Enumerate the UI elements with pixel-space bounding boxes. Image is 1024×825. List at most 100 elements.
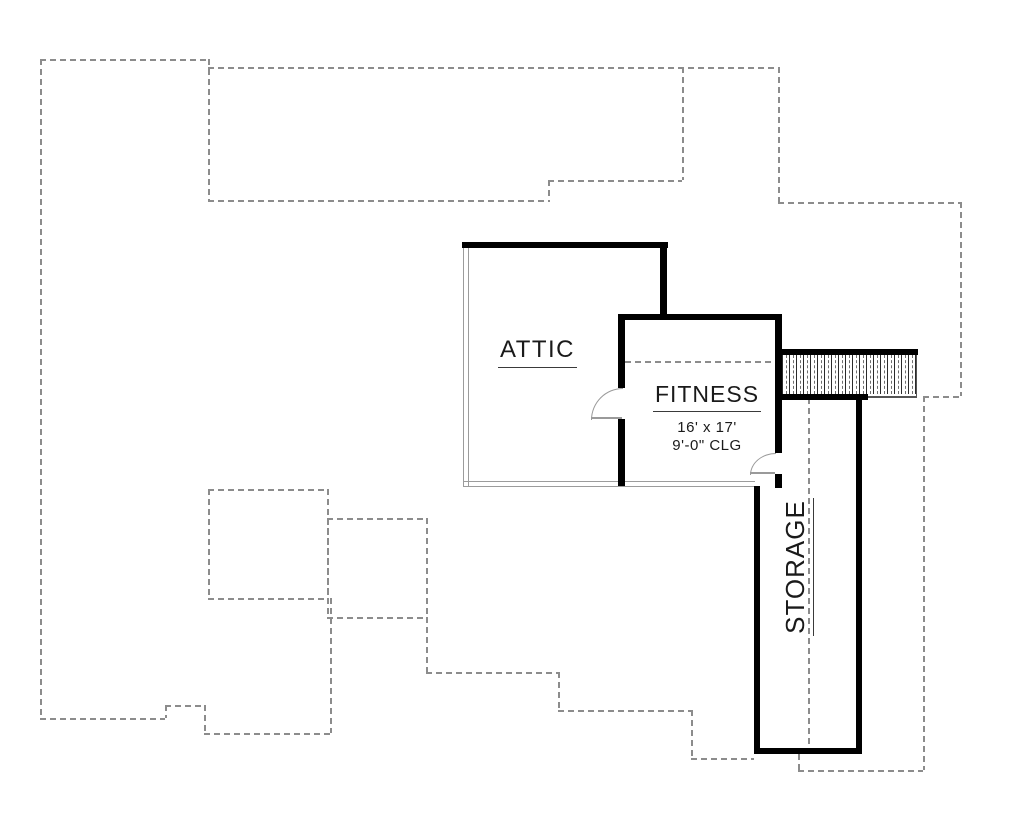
room-label-fitness: FITNESS 16' x 17' 9'-0" CLG: [628, 381, 786, 454]
roof-outline-segment: [960, 202, 962, 396]
stair-tread-dashed: [785, 355, 787, 394]
stair-tread: [796, 355, 797, 394]
wall-attic-top: [462, 242, 668, 248]
stair-tread: [873, 355, 874, 394]
wall-fitness-top: [618, 314, 782, 320]
room-label-storage: STORAGE: [780, 487, 814, 647]
roof-outline-segment: [798, 754, 800, 770]
stair-tread-dashed: [848, 355, 850, 394]
stair-tread-dashed: [890, 355, 892, 394]
roof-outline-segment: [327, 518, 329, 617]
stair-tread: [859, 355, 860, 394]
stair-tread: [887, 355, 888, 394]
roof-outline-segment: [330, 598, 332, 733]
door-arc-attic-fitness: [591, 388, 623, 420]
roof-outline-segment: [558, 672, 560, 710]
stair-tread: [894, 355, 895, 394]
roof-outline-segment: [165, 705, 204, 707]
stair-tread-dashed: [813, 355, 815, 394]
wall-fitness-left-lower: [618, 419, 625, 486]
stair-tread-dashed: [904, 355, 906, 394]
stair-tread: [880, 355, 881, 394]
roof-outline-segment: [327, 518, 426, 520]
roof-outline-segment: [691, 710, 693, 758]
stair-tread-dashed: [806, 355, 808, 394]
stair-tread-dashed: [792, 355, 794, 394]
room-label-attic: ATTIC: [465, 336, 610, 368]
roof-outline-segment: [208, 489, 210, 598]
stair-tread-dashed: [862, 355, 864, 394]
stair-tread: [824, 355, 825, 394]
wall-storage-right: [856, 394, 862, 754]
roof-outline-segment: [625, 361, 775, 363]
stair-tread: [852, 355, 853, 394]
roof-outline-segment: [426, 518, 428, 617]
wall-fitness-right-stub: [775, 474, 782, 488]
roof-outline-segment: [808, 398, 810, 748]
wall-stairs-bottom: [775, 394, 868, 400]
stair-tread: [803, 355, 804, 394]
stair-tread-dashed: [883, 355, 885, 394]
roof-outline-segment: [548, 180, 550, 202]
wall-storage-left: [754, 486, 760, 754]
wall-stairs-top: [775, 349, 918, 355]
stair-tread-dashed: [827, 355, 829, 394]
stair-tread-dashed: [799, 355, 801, 394]
roof-outline-segment: [923, 396, 925, 770]
roof-outline-segment: [40, 59, 208, 61]
roof-outline-segment: [204, 733, 330, 735]
roof-outline-segment: [558, 710, 691, 712]
stair-tread: [817, 355, 818, 394]
fitness-size-text: 16' x 17': [677, 419, 737, 436]
roof-outline-segment: [426, 617, 428, 672]
roof-outline-segment: [165, 705, 167, 718]
roof-outline-segment: [208, 598, 327, 600]
roof-outline-segment: [548, 180, 682, 182]
eave-line-left: [463, 248, 469, 487]
stair-tread-dashed: [876, 355, 878, 394]
stair-tread: [845, 355, 846, 394]
door-leaf-attic-fitness: [591, 417, 622, 419]
roof-outline-segment: [327, 617, 426, 619]
wall-fitness-left-upper: [618, 314, 625, 388]
wall-storage-bottom: [754, 748, 862, 754]
wall-fitness-right-upper: [775, 314, 782, 453]
stair-tread-dashed: [869, 355, 871, 394]
roof-outline-segment: [40, 59, 42, 718]
roof-outline-segment: [208, 489, 327, 491]
roof-outline-segment: [426, 672, 558, 674]
stair-tread-dashed: [855, 355, 857, 394]
roof-outline-segment: [691, 758, 754, 760]
stair-edge-bottom: [868, 396, 917, 398]
eave-line-bottom: [463, 481, 755, 487]
stair-tread-dashed: [841, 355, 843, 394]
roof-outline-segment: [682, 67, 684, 180]
stair-tread: [810, 355, 811, 394]
stair-tread: [782, 355, 783, 394]
roof-outline-segment: [923, 396, 960, 398]
fitness-label-text: FITNESS: [652, 381, 762, 412]
roof-outline-segment: [208, 200, 548, 202]
stair-tread-dashed: [911, 355, 913, 394]
roof-outline-segment: [778, 67, 780, 202]
stair-tread: [831, 355, 832, 394]
roof-outline-segment: [204, 705, 206, 733]
attic-label-text: ATTIC: [497, 336, 578, 368]
roof-outline-segment: [778, 202, 960, 204]
stair-tread: [908, 355, 909, 394]
stair-tread: [901, 355, 902, 394]
staircase: [782, 355, 916, 394]
stair-tread-dashed: [897, 355, 899, 394]
stair-edge-right: [915, 351, 917, 397]
stair-tread: [838, 355, 839, 394]
stair-tread-dashed: [820, 355, 822, 394]
wall-attic-right: [660, 242, 667, 320]
stair-tread: [789, 355, 790, 394]
roof-outline-segment: [208, 59, 210, 200]
stair-tread-dashed: [834, 355, 836, 394]
stair-tread: [866, 355, 867, 394]
door-leaf-fitness-storage: [750, 472, 775, 474]
roof-outline-segment: [40, 718, 165, 720]
roof-outline-segment: [798, 770, 923, 772]
